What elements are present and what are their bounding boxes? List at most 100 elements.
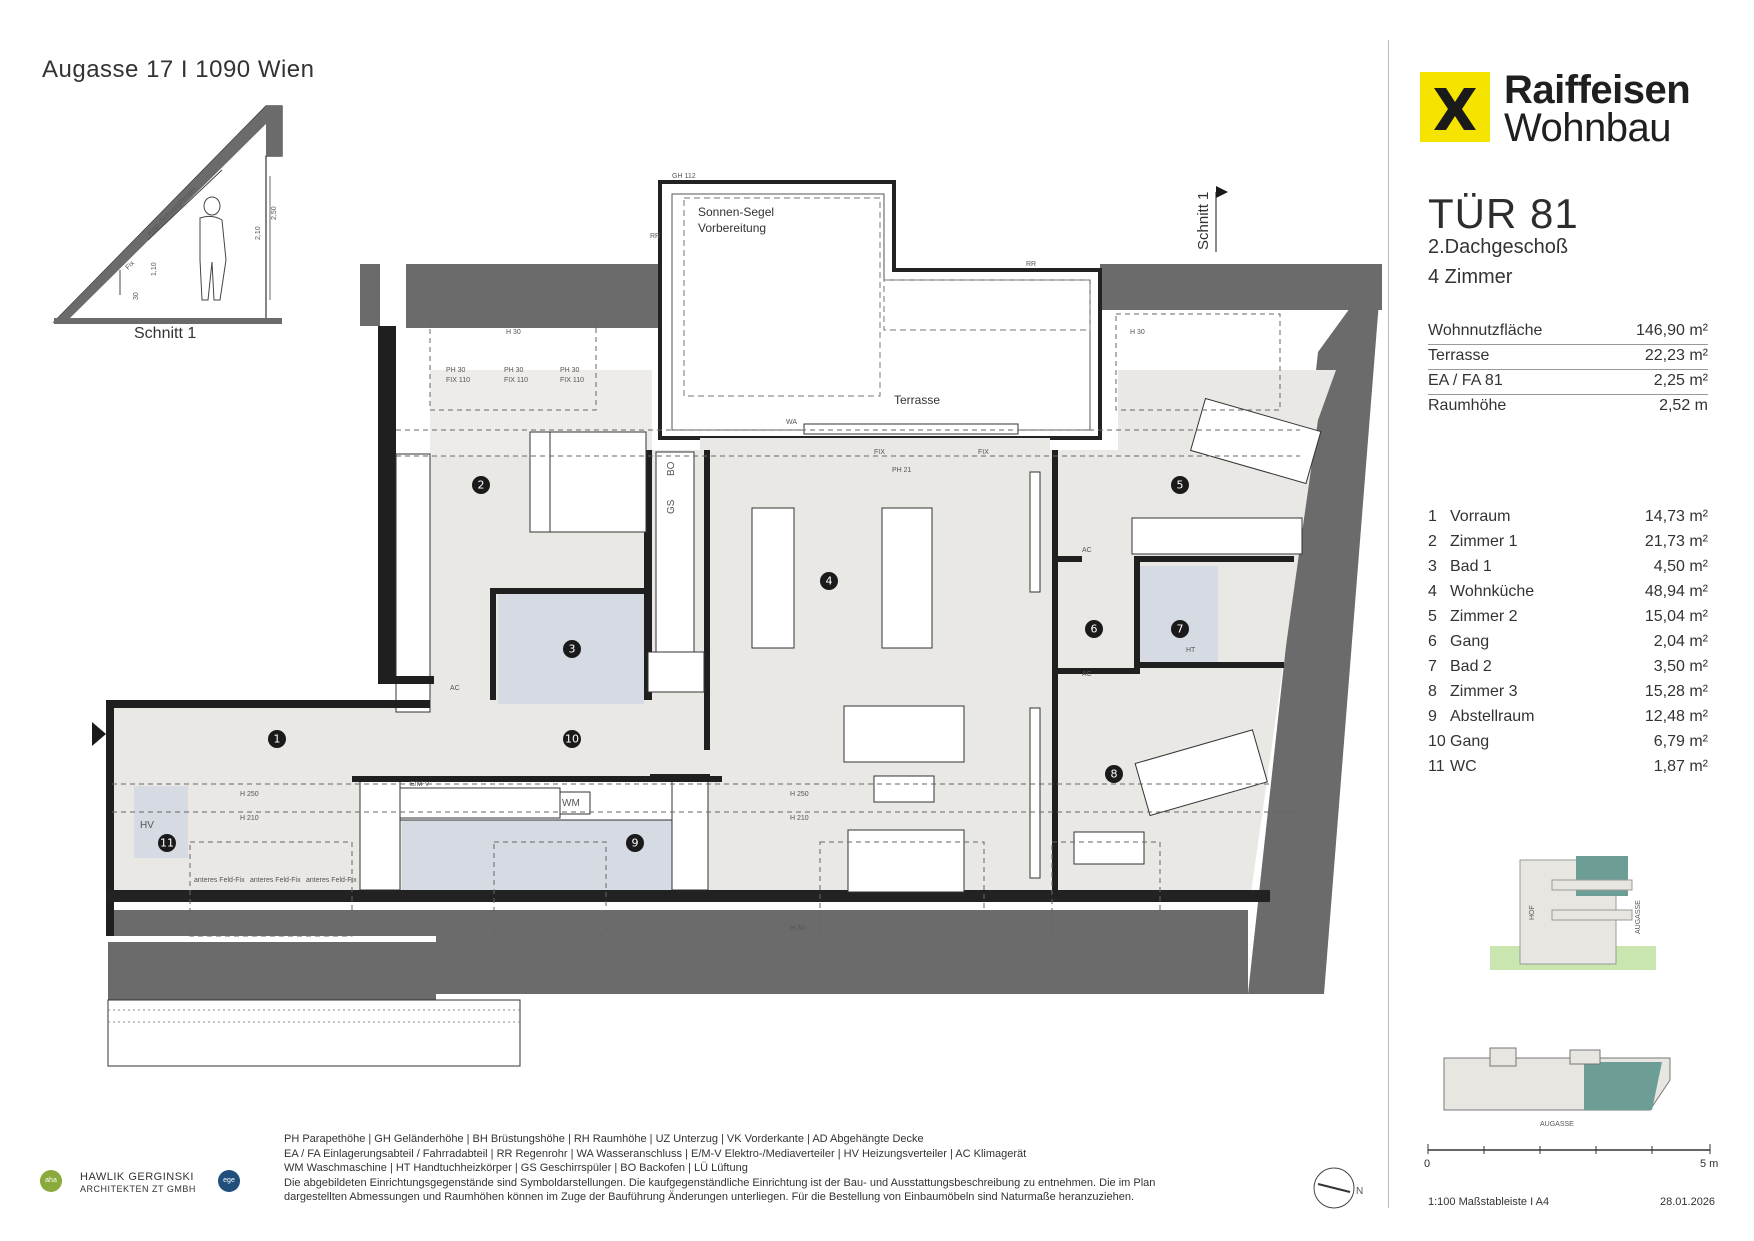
ph30-label-3: PH 30 [560,367,580,374]
room-marker-5: 5 [1171,476,1189,494]
unit-rooms: 4 Zimmer [1428,266,1513,288]
ph21-label: PH 21 [892,467,912,474]
unit-floor: 2.Dachgeschoß [1428,236,1569,258]
room-marker-7-text: 7 [1177,623,1184,636]
room-nr: 11 [1428,758,1445,775]
unit-title: TÜR 81 [1428,190,1579,237]
room-area: 48,94 m² [1644,583,1708,600]
fix110-label-1: FIX 110 [446,377,470,384]
room-area: 1,87 m² [1653,758,1708,775]
room-marker-4: 4 [820,572,838,590]
room-marker-3: 3 [563,640,581,658]
room-nr: 6 [1428,633,1437,650]
aha-badge-icon: aha [40,1170,62,1192]
gs-label: GS [666,499,677,514]
scale-text: 1:100 Maßstableiste I A4 [1428,1196,1550,1208]
room-marker-8-text: 8 [1111,768,1118,781]
address-title: Augasse 17 I 1090 Wien [42,56,315,83]
architect-name: HAWLIK GERGINSKI [80,1171,194,1183]
room-name: Abstellraum [1450,708,1535,725]
h30-label-3: H 30 [790,925,805,932]
room-marker-9: 9 [626,834,644,852]
section-marker: Schnitt 1 [1195,186,1228,252]
scale-five: 5 m [1700,1158,1719,1170]
floor-areas [112,370,1336,900]
inner-walls [106,450,1294,936]
room-marker-8: 8 [1105,765,1123,783]
sidebar-divider [1388,40,1389,1208]
room-area: 15,04 m² [1644,608,1708,625]
raiffeisen-logo-icon [1420,72,1490,142]
augasse-map-label: AUGASSE [1540,1121,1574,1128]
bo-label: BO [666,461,677,476]
windows [112,313,1320,937]
room-marker-11-text: 11 [160,837,174,850]
ph30-label-1: PH 30 [446,367,466,374]
legend-line: PH Parapethöhe | GH Geländerhöhe | BH Br… [284,1133,924,1145]
room-name: Vorraum [1450,508,1511,525]
compass-north-label: N [1356,1186,1363,1197]
room-name: Zimmer 2 [1450,608,1518,625]
rr-label-1: RR [650,233,660,240]
ph30-label-2: PH 30 [504,367,524,374]
section-dim-4: 30 [133,292,140,300]
room-area: 3,50 m² [1653,658,1708,675]
room-marker-1-text: 1 [274,733,281,746]
lower-terrace [107,999,521,1067]
room-area: 12,48 m² [1644,708,1708,725]
fix-label-1: FIX [874,449,885,456]
brand-name-2: Wohnbau [1504,106,1672,150]
room-area: 15,28 m² [1644,683,1708,700]
room-nr: 8 [1428,683,1437,700]
sail-label-2: Vorbereitung [698,221,766,235]
room-name: Gang [1450,633,1490,650]
section-marker-label: Schnitt 1 [1195,192,1212,250]
ac-label-1: AC [450,685,460,692]
site-map: AUGASSE [1443,1047,1671,1128]
hv-label: HV [140,820,154,831]
room-name: Wohnküche [1450,583,1535,600]
outer-walls [108,264,1382,1000]
room-list-item: 4 Wohnküche 48,94 m² [1428,583,1708,607]
room-marker-11: 11 [158,834,176,852]
area-label: EA / FA 81 [1428,372,1503,389]
room-name: Zimmer 3 [1450,683,1518,700]
h210-label-2: H 210 [790,815,809,822]
wa-label: WA [786,419,797,426]
room-area: 4,50 m² [1653,558,1708,575]
room-marker-3-text: 3 [569,643,576,656]
h210-label-1: H 210 [240,815,259,822]
room-nr: 10 [1428,733,1446,750]
terrace: Sonnen-Segel Vorbereitung Terrasse GH 11… [650,173,1102,440]
room-marker-10: 10 [563,730,581,748]
room-marker-1: 1 [268,730,286,748]
section-dim-3: 1,10 [151,262,158,276]
room-nr: 4 [1428,583,1437,600]
room-name: Bad 2 [1450,658,1492,675]
room-nr: 2 [1428,533,1437,550]
room-marker-4-text: 4 [826,575,833,588]
area-value: 2,52 m [1659,397,1708,414]
furniture [399,397,1322,893]
room-marker-9-text: 9 [632,837,639,850]
area-value: 2,25 m² [1653,372,1708,389]
feld-label-1: anteres Feld-Fix [194,877,245,884]
brand-name-1: Raiffeisen [1504,68,1691,112]
h250-label-2: H 250 [790,791,809,798]
building-thumbnail: HOF AUGASSE [1490,856,1656,970]
ege-badge-icon: ege [218,1170,240,1192]
gh-label: GH 112 [672,173,696,180]
ac-label-2: AC [1082,547,1092,554]
legend-line: Die abgebildeten Einrichtungsgegenstände… [284,1176,1156,1189]
legend-line: dargestellten Abmessungen und Raumhöhen … [284,1191,1135,1203]
room-marker-5-text: 5 [1177,479,1184,492]
hof-label: HOF [1529,905,1536,920]
